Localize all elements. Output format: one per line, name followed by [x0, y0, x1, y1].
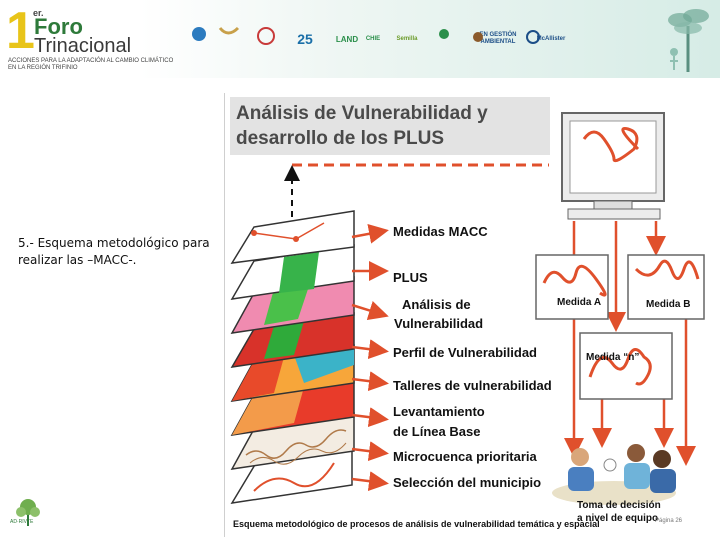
measure-box-n [579, 332, 673, 400]
sponsor-icons [192, 26, 540, 45]
measure-box-b [627, 254, 705, 320]
slide-caption: 5.- Esquema metodológico para realizar l… [18, 236, 210, 267]
label-microcuenca: Microcuenca prioritaria [393, 449, 537, 464]
logo-number: 1 [6, 2, 35, 60]
decision-line1: Toma de decisión [577, 500, 661, 511]
logo-line2: Trinacional [34, 35, 132, 57]
diagram-title-box [230, 97, 550, 155]
diagram-graphics [230, 112, 705, 505]
label-levantamiento-2: de Línea Base [393, 424, 481, 439]
diagram-title: Análisis de Vulnerabilidad y desarrollo … [236, 101, 546, 151]
logo-line1: Foro [34, 14, 83, 39]
label-perfil: Perfil de Vulnerabilidad [393, 345, 537, 360]
sponsor-logo-7: Semilla [396, 35, 418, 42]
label-medida-b: Medida B [646, 299, 691, 310]
logo-subtitle-1: ACCIONES PARA LA ADAPTACIÓN AL CAMBIO CL… [8, 58, 174, 64]
label-talleres: Talleres de vulnerabilidad [393, 378, 552, 393]
label-seleccion: Selección del municipio [393, 475, 542, 490]
tree-illustration [668, 9, 709, 72]
bottom-logo-icon [16, 499, 40, 526]
monitor-icon [561, 112, 665, 220]
label-plus: PLUS [393, 270, 428, 285]
page-number: Página 26 [655, 518, 683, 524]
logo-superscript: er. [33, 8, 44, 18]
sponsor-emblem-2 [218, 26, 240, 35]
measure-box-a [535, 254, 609, 320]
sponsor-emblem-1 [192, 27, 206, 41]
header-band [140, 0, 720, 78]
layer-arrows [351, 223, 389, 492]
diagram-title-line1: Análisis de Vulnerabilidad y [236, 103, 488, 124]
sponsor-logo-10: McAllister [536, 35, 566, 42]
diagram-title-line2: desarrollo de los PLUS [236, 128, 444, 149]
logo-subtitle-2: EN LA REGIÓN TRIFINIO [8, 65, 78, 71]
label-medidas-macc: Medidas MACC [393, 224, 488, 239]
diagram-footer-caption: Esquema metodológico de procesos de anál… [233, 519, 600, 529]
bottom-logo-text: AD·RIVTE [10, 519, 34, 525]
sponsor-logo-5: LAND [335, 34, 359, 44]
label-levantamiento-1: Levantamiento [393, 404, 485, 419]
sponsor-emblem-7 [439, 29, 449, 39]
team-meeting-illustration [552, 444, 676, 505]
label-medida-a: Medida A [557, 297, 602, 308]
decision-line2: a nivel de equipo [577, 513, 659, 524]
sponsor-emblem-8 [473, 32, 483, 42]
sponsor-emblem-3 [257, 27, 275, 45]
sponsor-logo-9: EN GESTIÓN AMBIENTAL [479, 32, 517, 45]
sponsor-logo-6: CHIE [365, 35, 381, 42]
label-analisis-2: Vulnerabilidad [394, 316, 484, 331]
layer-stack [230, 210, 355, 504]
decision-caption: Toma de decisión a nivel de equipo [577, 499, 661, 525]
sponsor-logo-4: 25 [297, 30, 313, 47]
sponsor-emblem-10 [526, 30, 540, 44]
label-analisis-1: Análisis de [402, 297, 471, 312]
label-medida-n: Medida “n” [586, 352, 640, 363]
